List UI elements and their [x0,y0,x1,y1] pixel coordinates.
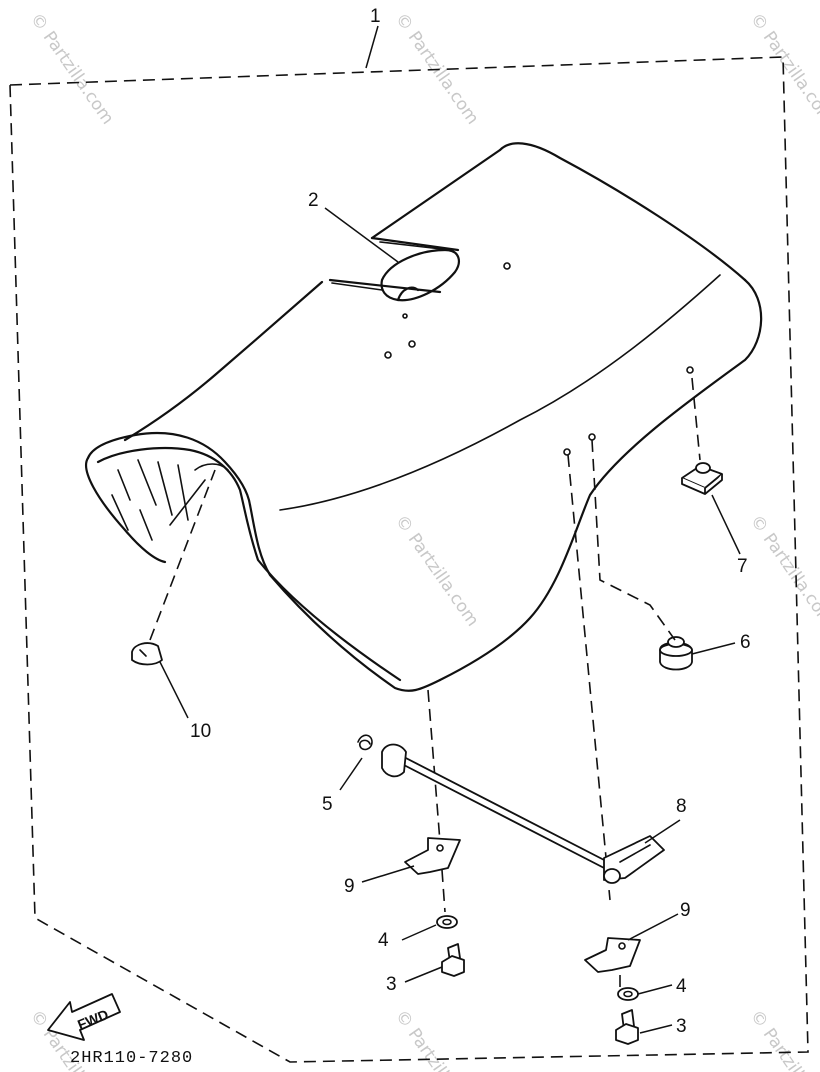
callout-1: 1 [370,6,381,27]
assembly-boundary [9,56,809,1063]
mounting-holes [384,262,694,456]
callout-5: 5 [322,794,333,815]
callout-7: 7 [737,556,748,577]
part-4-washers [436,915,639,1001]
callout-4-left: 4 [378,930,389,951]
callout-10: 10 [190,721,211,742]
callout-leaders [159,25,741,1034]
assembly-lines [149,377,701,990]
seat-body [85,142,763,692]
callout-8: 8 [676,796,687,817]
watermark: © Partzilla.com [746,1006,820,1072]
callout-2: 2 [308,190,319,211]
callout-9-left: 9 [344,876,355,897]
watermarks: © Partzilla.com © Partzilla.com © Partzi… [26,9,820,1072]
callout-6: 6 [740,632,751,653]
watermark: © Partzilla.com [746,511,820,630]
callout-labels: 1 2 7 6 10 5 8 9 9 4 3 4 3 [190,6,751,1037]
part-10-clip [131,642,163,666]
part-6-damper [659,636,693,671]
drawing-code: 2HR110-7280 [70,1049,193,1068]
callout-3-left: 3 [386,974,397,995]
callout-9-right: 9 [680,900,691,921]
callout-4-right: 4 [676,976,687,997]
watermark: © Partzilla.com [26,9,118,128]
callout-3-right: 3 [676,1016,687,1037]
watermark: © Partzilla.com [391,511,483,630]
part-9-bracket-left [404,837,461,875]
part-8-hinge-rod [381,743,665,884]
part-7-nut-clip [681,462,723,495]
fwd-arrow-icon: FWD [47,993,121,1041]
part-3-bolts [441,943,639,1045]
part-5-spring [357,734,373,751]
part-9-bracket-right [584,937,641,973]
watermark: © Partzilla.com [391,1006,483,1072]
